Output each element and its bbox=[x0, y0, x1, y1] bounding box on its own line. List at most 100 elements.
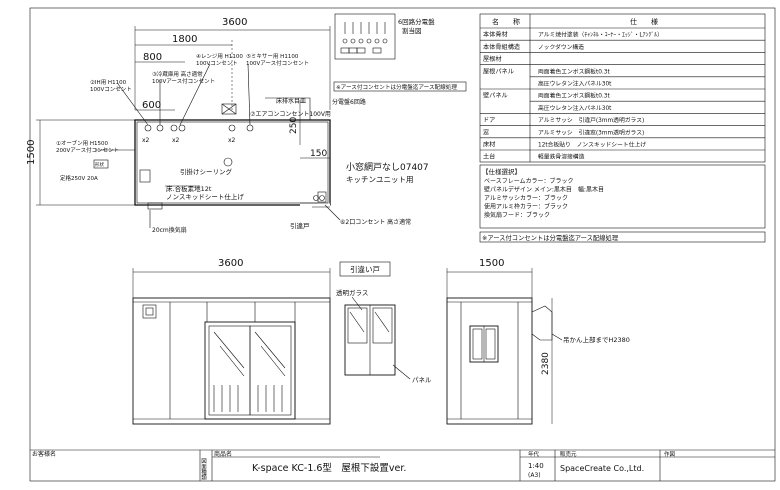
x2-label: x2 bbox=[228, 137, 236, 144]
panel-allocation-subtitle: 割当図 bbox=[402, 26, 422, 35]
outlet-icon bbox=[313, 195, 319, 201]
panel-allocation-title: 6回路分電盤 bbox=[398, 17, 435, 26]
scale: 1:40 bbox=[528, 462, 544, 470]
glass-hatch bbox=[219, 345, 245, 377]
label-floor-drain: 床排水目皿 bbox=[276, 97, 306, 105]
height-dim: 2380 bbox=[541, 352, 551, 375]
drawing-title: K-space KC-1.6型 屋根下設置ver. bbox=[252, 462, 406, 474]
door-leaf-left bbox=[208, 325, 251, 416]
circuit-terminal-icon bbox=[342, 38, 348, 44]
circuit-terminal-icon bbox=[358, 38, 364, 44]
date-label: 年代 bbox=[528, 450, 540, 458]
side-dim: 1500 bbox=[479, 258, 504, 269]
label-range-2: 100Vコンセント bbox=[196, 60, 238, 67]
leader-line bbox=[351, 296, 363, 311]
spec-row-name: 土台 bbox=[483, 153, 495, 161]
options-title: 【仕様選択】 bbox=[482, 167, 521, 176]
panel-allocation: 6回路分電盤 割当図 ※アース付コンセントは分電盤迄アース配線処理 bbox=[333, 13, 467, 92]
ceiling-light-icon bbox=[223, 157, 233, 167]
dim-800: 800 bbox=[143, 52, 162, 63]
small-window-icon bbox=[317, 191, 327, 203]
label-oven: ①オーブン用 H1500 bbox=[56, 139, 108, 147]
side-window-pane bbox=[472, 328, 483, 360]
circuit-box bbox=[372, 47, 382, 54]
spec-row-value: アルミ焼付塗装（ﾁｬﾝﾈﾙ・ｺｰﾅｰ・ｴｯｼﾞ・Lｱﾝｸﾞﾙ） bbox=[538, 31, 663, 39]
breaker-shape-box bbox=[93, 159, 109, 169]
front-elevation: 3600 bbox=[132, 258, 331, 425]
label-mixer-2: 100Vアース付コンセント bbox=[246, 59, 309, 67]
label-panel: 分電盤6回路 bbox=[332, 98, 366, 106]
spec-row-name: 屋根パネル bbox=[483, 67, 514, 75]
label-oven-2: 200Vアース付コンセント bbox=[56, 146, 119, 154]
spec-row-name: 屋根材 bbox=[483, 55, 502, 63]
leader-line bbox=[324, 204, 341, 221]
label-door: 引違戸 bbox=[290, 221, 310, 230]
door-detail-title: 引違い戸 bbox=[350, 264, 380, 274]
leader-line bbox=[392, 364, 411, 380]
spec-row-value: 両面着色エンボス鋼板t0.3t bbox=[538, 67, 610, 75]
leader-line bbox=[265, 97, 311, 120]
spec-row-value: 軽量鉄骨溶接構造 bbox=[538, 153, 585, 161]
room-outline bbox=[134, 119, 331, 206]
label-outlet-2: ⑥2口コンセント 高さ適常 bbox=[340, 218, 411, 226]
door-detail: 引違い戸 透明ガラス パネル bbox=[336, 261, 432, 384]
leader-line bbox=[551, 333, 563, 341]
spec-row-value: ノックダウン構造 bbox=[538, 43, 584, 51]
option-line: ベースフレームカラー：ブラック bbox=[484, 177, 574, 185]
label-fridge-2: 100Vアース付コンセント bbox=[152, 77, 215, 85]
dim-250: 250 bbox=[289, 117, 299, 134]
panel-note-box bbox=[333, 81, 467, 92]
leader-line bbox=[117, 83, 149, 126]
circuit-terminal-icon bbox=[382, 38, 388, 44]
option-line: 壁パネルデザイン メイン:黒木目 幅:黒木目 bbox=[484, 186, 604, 194]
door-detail-title-box bbox=[339, 261, 391, 277]
fan-icon bbox=[147, 202, 163, 210]
client-label: お客様名 bbox=[32, 450, 56, 458]
product-label: 商品名 bbox=[214, 450, 232, 458]
spec-row-name: 壁パネル bbox=[483, 92, 508, 100]
spec-rows: 本体骨材アルミ焼付塗装（ﾁｬﾝﾈﾙ・ｺｰﾅｰ・ｴｯｼﾞ・Lｱﾝｸﾞﾙ）本体骨組構… bbox=[480, 27, 765, 161]
label-floor: 床.合板素地12t bbox=[166, 184, 212, 193]
glass-hatch bbox=[213, 331, 245, 369]
label-fan: 20cm換気扇 bbox=[152, 226, 187, 234]
dim-1500: 1500 bbox=[26, 140, 37, 165]
drawing-type-label: 図面種類 bbox=[200, 458, 207, 482]
floor-plan: 3600 1800 800 600 1500 x2 bbox=[26, 17, 429, 234]
x2-label: x2 bbox=[142, 137, 150, 144]
vent-fan-icon bbox=[142, 304, 157, 319]
front-wall bbox=[132, 297, 331, 425]
room-inner-wall bbox=[136, 121, 329, 204]
circuit-terminal-icon bbox=[374, 38, 380, 44]
spec-header-spec: 仕 様 bbox=[630, 17, 658, 26]
spec-table: 本体骨材アルミ焼付塗装（ﾁｬﾝﾈﾙ・ｺｰﾅｰ・ｴｯｼﾞ・Lｱﾝｸﾞﾙ）本体骨組構… bbox=[479, 13, 766, 243]
spec-note: ※アース付コンセントは分電盤迄アース配線処理 bbox=[482, 233, 619, 242]
front-dim: 3600 bbox=[218, 258, 243, 269]
label-hob: ②IH用 H1100 bbox=[90, 79, 127, 86]
glass-hatch bbox=[374, 311, 390, 333]
door-detail-glass-right bbox=[372, 307, 393, 344]
panel-note: ※アース付コンセントは分電盤迄アース配線処理 bbox=[336, 83, 457, 91]
spec-table-frame bbox=[479, 13, 766, 163]
spec-row-value: 高圧ウレタン注入パネル30t bbox=[538, 80, 612, 88]
dim-150: 150 bbox=[310, 149, 327, 159]
outlet-icon bbox=[228, 124, 236, 132]
option-line: 換気扇フード：ブラック bbox=[484, 211, 550, 219]
circuit-box bbox=[356, 47, 366, 54]
breaker-icon bbox=[139, 169, 151, 183]
spec-row-value: 12t合板貼り ノンスキッドシート仕上げ bbox=[538, 141, 646, 149]
label-window: 小窓網戸なし07407 bbox=[346, 161, 429, 173]
label-fridge: ③冷蔵庫用 高さ適常 bbox=[152, 70, 203, 78]
door-hatch bbox=[213, 385, 283, 412]
label-ceiling: 引掛けシーリング bbox=[180, 167, 233, 176]
panel-allocation-frame bbox=[334, 13, 396, 60]
label-breaker-shape: 形状 bbox=[95, 161, 104, 168]
outlet-icon bbox=[170, 124, 178, 132]
eave-label: 吊かん上部までH2380 bbox=[563, 335, 630, 344]
circuit-box bbox=[348, 47, 358, 54]
option-line: アルミサッシカラー：ブラック bbox=[484, 194, 568, 202]
leader-line bbox=[247, 63, 251, 126]
vent-hood-icon bbox=[531, 305, 553, 341]
label-kitchen: キッチンユニット用 bbox=[346, 175, 414, 184]
glass-hatch bbox=[254, 331, 286, 369]
